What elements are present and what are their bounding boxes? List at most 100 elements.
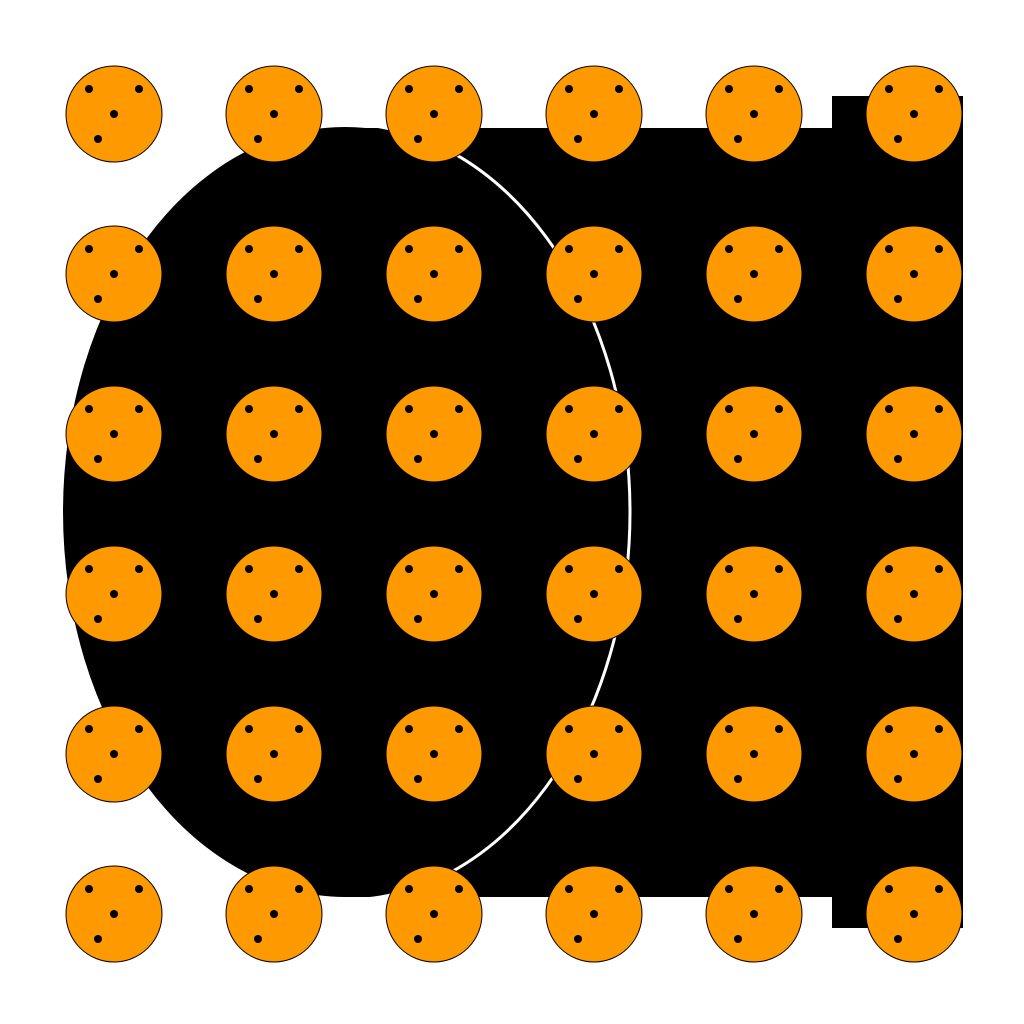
dot-r5-c3 bbox=[385, 705, 483, 803]
dot-r4-c1 bbox=[65, 545, 163, 643]
pip-3 bbox=[270, 270, 278, 278]
pip-2 bbox=[935, 245, 943, 253]
pip-3 bbox=[270, 910, 278, 918]
dot-r6-c4 bbox=[545, 865, 643, 963]
orange-dot-grid bbox=[65, 65, 963, 963]
pip-1 bbox=[725, 85, 733, 93]
dot-r2-c4 bbox=[545, 225, 643, 323]
pip-4 bbox=[254, 615, 262, 623]
dot-r1-c4 bbox=[545, 65, 643, 163]
pip-3 bbox=[270, 590, 278, 598]
pip-4 bbox=[894, 295, 902, 303]
pip-4 bbox=[94, 935, 102, 943]
pip-4 bbox=[254, 455, 262, 463]
pip-1 bbox=[85, 85, 93, 93]
pip-4 bbox=[574, 455, 582, 463]
pip-1 bbox=[405, 565, 413, 573]
pip-1 bbox=[565, 85, 573, 93]
pip-3 bbox=[270, 430, 278, 438]
pip-4 bbox=[734, 135, 742, 143]
pip-3 bbox=[910, 910, 918, 918]
pip-2 bbox=[295, 85, 303, 93]
pip-1 bbox=[405, 85, 413, 93]
pip-2 bbox=[295, 565, 303, 573]
pip-2 bbox=[135, 85, 143, 93]
pip-2 bbox=[455, 565, 463, 573]
pip-1 bbox=[85, 885, 93, 893]
dot-r1-c3 bbox=[385, 65, 483, 163]
black-mass bbox=[63, 96, 963, 928]
pip-3 bbox=[910, 270, 918, 278]
pip-2 bbox=[775, 405, 783, 413]
pip-3 bbox=[750, 270, 758, 278]
dot-r6-c1 bbox=[65, 865, 163, 963]
pip-3 bbox=[430, 270, 438, 278]
pip-2 bbox=[135, 405, 143, 413]
pip-3 bbox=[590, 270, 598, 278]
pip-1 bbox=[725, 245, 733, 253]
pip-4 bbox=[734, 935, 742, 943]
pip-3 bbox=[750, 110, 758, 118]
pip-1 bbox=[565, 565, 573, 573]
pip-2 bbox=[935, 885, 943, 893]
dot-r3-c4 bbox=[545, 385, 643, 483]
pip-2 bbox=[935, 725, 943, 733]
pip-4 bbox=[894, 775, 902, 783]
dot-r5-c5 bbox=[705, 705, 803, 803]
pip-3 bbox=[590, 430, 598, 438]
pip-1 bbox=[405, 405, 413, 413]
pip-1 bbox=[245, 405, 253, 413]
pip-3 bbox=[750, 910, 758, 918]
pip-4 bbox=[414, 775, 422, 783]
pip-3 bbox=[270, 750, 278, 758]
pip-3 bbox=[430, 430, 438, 438]
pip-1 bbox=[405, 885, 413, 893]
pip-3 bbox=[910, 110, 918, 118]
pip-2 bbox=[135, 725, 143, 733]
dot-r1-c5 bbox=[705, 65, 803, 163]
dot-r5-c6 bbox=[865, 705, 963, 803]
pip-1 bbox=[85, 565, 93, 573]
pip-3 bbox=[590, 750, 598, 758]
dot-r2-c3 bbox=[385, 225, 483, 323]
pip-2 bbox=[775, 725, 783, 733]
pip-3 bbox=[110, 750, 118, 758]
dot-r1-c1 bbox=[65, 65, 163, 163]
black-ellipse bbox=[63, 127, 627, 897]
dot-r4-c2 bbox=[225, 545, 323, 643]
dot-r2-c6 bbox=[865, 225, 963, 323]
pip-4 bbox=[734, 455, 742, 463]
pip-4 bbox=[894, 455, 902, 463]
white-ellipse-outline bbox=[58, 122, 632, 902]
dot-r3-c2 bbox=[225, 385, 323, 483]
pip-3 bbox=[430, 750, 438, 758]
pip-2 bbox=[455, 405, 463, 413]
pip-1 bbox=[565, 725, 573, 733]
pip-2 bbox=[135, 565, 143, 573]
pip-4 bbox=[574, 615, 582, 623]
dot-r3-c6 bbox=[865, 385, 963, 483]
pip-2 bbox=[135, 885, 143, 893]
pip-1 bbox=[405, 725, 413, 733]
pip-1 bbox=[565, 405, 573, 413]
pip-2 bbox=[615, 405, 623, 413]
dot-r3-c3 bbox=[385, 385, 483, 483]
pip-3 bbox=[750, 590, 758, 598]
pip-2 bbox=[775, 245, 783, 253]
pip-3 bbox=[110, 110, 118, 118]
pip-1 bbox=[85, 725, 93, 733]
pip-3 bbox=[270, 110, 278, 118]
dot-r4-c3 bbox=[385, 545, 483, 643]
pip-4 bbox=[94, 615, 102, 623]
pip-1 bbox=[885, 885, 893, 893]
dot-r2-c2 bbox=[225, 225, 323, 323]
pip-4 bbox=[414, 135, 422, 143]
dot-r6-c3 bbox=[385, 865, 483, 963]
pip-4 bbox=[734, 775, 742, 783]
dot-r4-c5 bbox=[705, 545, 803, 643]
pip-1 bbox=[245, 565, 253, 573]
pip-1 bbox=[245, 725, 253, 733]
pip-1 bbox=[245, 85, 253, 93]
pip-2 bbox=[615, 885, 623, 893]
